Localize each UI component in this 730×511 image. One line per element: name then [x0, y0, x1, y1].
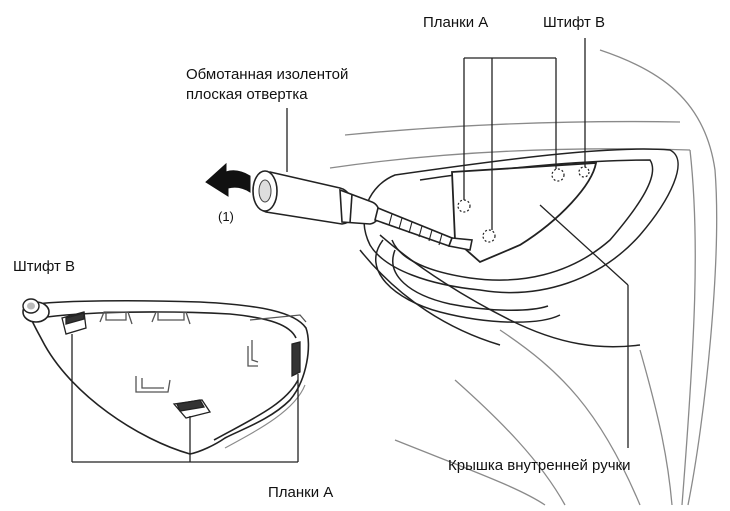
clip-a-marker [551, 168, 565, 182]
inner-door-handle [375, 239, 561, 323]
pin-b-label-left: Штифт B [13, 258, 76, 275]
inner-handle-cover-label: Крышка внутренней ручки [448, 457, 631, 474]
clip-a-marker [482, 229, 496, 243]
door-panel-outline [329, 49, 718, 506]
clips-a [61, 311, 301, 419]
clip-a-marker [457, 199, 471, 213]
pin-b-label-top: Штифт B [543, 14, 606, 31]
inner-handle-pocket [359, 148, 679, 348]
clips-a-label-bottom: Планки A [268, 484, 334, 501]
clip-a [291, 341, 301, 378]
step-number-label: (1) [218, 209, 234, 224]
screwdriver-label-line1: Обмотанная изолентой [186, 66, 349, 83]
taped-flat-screwdriver [252, 170, 473, 251]
guide-brackets [99, 311, 307, 393]
clips-a-label-top: Планки A [423, 14, 489, 31]
inner-handle-cover [451, 162, 598, 264]
callout-leaders-top [286, 38, 629, 448]
screwdriver-label-line2: плоская отвертка [186, 86, 308, 103]
arrow-pull-left-icon [205, 162, 251, 197]
callout-leaders-bottom [71, 334, 299, 463]
pin-b-marker [578, 166, 590, 178]
pin-b [22, 298, 50, 323]
